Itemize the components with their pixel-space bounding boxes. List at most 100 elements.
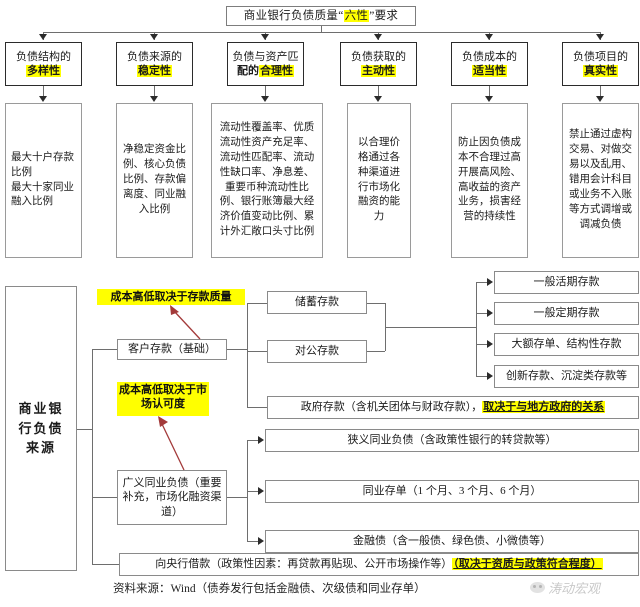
source-note: 资料来源：Wind（债券发行包括金融债、次级债和同业存单） — [113, 583, 426, 595]
arrow-down-1 — [39, 34, 47, 40]
pillar-header-2-keyword: 稳定性 — [137, 65, 172, 77]
deposit-leaf-3: 大额存单、结构性存款 — [494, 333, 639, 356]
arrow-right-leaf-3 — [487, 340, 493, 348]
savings-out — [367, 303, 385, 304]
arrow-right-leaf-4 — [487, 372, 493, 380]
arrow-right-ib-1 — [258, 436, 264, 444]
arrow-down-4 — [374, 34, 382, 40]
deposit-leaf-2-label: 一般定期存款 — [533, 307, 600, 320]
pillar-desc-2: 净稳定资金比例、核心负债比例、存款偏离度、同业融入比例 — [116, 103, 193, 258]
interbank-leaf-3: 金融债（含一般债、绿色债、小微债等） — [265, 530, 639, 553]
hdr-desc-link-4 — [378, 86, 379, 100]
pillar-header-4-keyword: 主动性 — [361, 65, 396, 77]
pillar-header-5-keyword: 适当性 — [472, 65, 507, 77]
pillar-header-1: 负债结构的 多样性 — [5, 42, 82, 86]
cd-stem — [227, 349, 247, 350]
interbank-leaf-2-label: 同业存单（1 个月、3 个月、6 个月） — [362, 485, 542, 498]
root-stem — [77, 429, 92, 430]
deposit-leaf-4: 创新存款、沉淀类存款等 — [494, 365, 639, 388]
pillar-desc-3: 流动性覆盖率、优质流动性资产充足率、流动性匹配率、流动性缺口率、净息差、重要币种… — [211, 103, 323, 258]
arrow-down-desc-4 — [374, 96, 382, 102]
deposit-leaf-3-label: 大额存单、结构性存款 — [511, 338, 622, 351]
pillar-header-6-keyword: 真实性 — [583, 65, 618, 77]
leaf-link-2 — [476, 313, 488, 314]
arrow-right-leaf-1 — [487, 278, 493, 286]
pillar-header-6: 负债项目的 真实性 — [562, 42, 639, 86]
leaf-link-3 — [476, 344, 488, 345]
interbank-leaf-2: 同业存单（1 个月、3 个月、6 个月） — [265, 480, 639, 503]
arrow-down-desc-6 — [596, 96, 604, 102]
pillar-desc-4: 以合理价格通过各种渠道进行市场化融资的能力 — [347, 103, 411, 258]
central-bank-box: 向央行借款（政策性因素：再贷款再贴现、公开市场操作等）（取决于资质与政策符合程度… — [119, 553, 639, 576]
hdr-desc-link-2 — [154, 86, 155, 100]
ib-spine — [247, 440, 248, 541]
corporate-deposit-label: 对公存款 — [295, 345, 339, 358]
arrow-down-3 — [261, 34, 269, 40]
interbank-liability-label: 广义同业负债（重要补充，市场化融资渠道） — [122, 477, 222, 518]
interbank-liability-box: 广义同业负债（重要补充，市场化融资渠道） — [117, 470, 227, 525]
annotation-deposit-cost-arrow — [170, 305, 201, 340]
pillar-desc-1: 最大十户存款比例 最大十家同业融入比例 — [5, 103, 82, 258]
savings-deposit-label: 储蓄存款 — [295, 296, 339, 309]
arrow-down-desc-3 — [261, 96, 269, 102]
pillar-header-5: 负债成本的 适当性 — [451, 42, 528, 86]
arrow-down-desc-1 — [39, 96, 47, 102]
ib-stem — [227, 497, 247, 498]
cd-to-corporate — [247, 351, 267, 352]
deposit-leaf-4-label: 创新存款、沉淀类存款等 — [506, 370, 627, 383]
tree-root-box: 商业银行负债来源 — [5, 286, 77, 571]
pillar-header-2: 负债来源的 稳定性 — [116, 42, 193, 86]
interbank-leaf-3-label: 金融债（含一般债、绿色债、小微债等） — [353, 535, 551, 548]
ib-link-3 — [247, 541, 259, 542]
pillar-header-4: 负债获取的 主动性 — [340, 42, 417, 86]
leaves-bus — [385, 327, 476, 328]
hdr-desc-link-3 — [265, 86, 266, 100]
deposit-leaf-1-label: 一般活期存款 — [533, 276, 600, 289]
arrow-down-2 — [150, 34, 158, 40]
deposit-leaf-1: 一般活期存款 — [494, 271, 639, 294]
pillar-header-3-line1: 负债与资产匹 — [232, 50, 299, 63]
government-deposit-label: 政府存款（含机关团体与财政存款），取决于与地方政府的关系 — [300, 401, 606, 414]
arrow-right-ib-3 — [258, 537, 264, 545]
pillar-header-3-keyword: 合理性 — [259, 65, 294, 77]
deposit-leaf-2: 一般定期存款 — [494, 302, 639, 325]
hdr-desc-link-5 — [489, 86, 490, 100]
pillar-header-1-line1: 负债结构的 — [16, 50, 71, 63]
arrow-down-desc-5 — [485, 96, 493, 102]
link-to-central-bank — [92, 564, 119, 565]
government-deposit-highlight: 取决于与地方政府的关系 — [482, 401, 606, 414]
pillar-header-4-line1: 负债获取的 — [351, 50, 406, 63]
pillar-header-3-line2-pre: 配的 — [237, 65, 259, 77]
pillar-header-3: 负债与资产匹 配的合理性 — [227, 42, 304, 86]
customer-deposit-label: 客户存款（基础） — [128, 343, 216, 356]
arrow-right-ib-2 — [258, 487, 264, 495]
customer-deposit-box: 客户存款（基础） — [117, 339, 227, 360]
savings-deposit-box: 储蓄存款 — [267, 291, 367, 314]
interbank-leaf-1-label: 狭义同业负债（含政策性银行的转贷款等） — [347, 434, 557, 447]
pillar-header-2-line1: 负债来源的 — [127, 50, 182, 63]
pillar-desc-6: 禁止通过虚构交易、对做交易以及乱用、错用会计科目或业务不入账等方式调增或调减负债 — [562, 103, 639, 258]
ib-link-2 — [247, 491, 259, 492]
title-box: 商业银行负债质量“六性”要求 — [226, 6, 416, 26]
leaf-link-4 — [476, 376, 488, 377]
title-stem — [321, 26, 322, 32]
arrow-down-6 — [596, 34, 604, 40]
pillar-header-6-line1: 负债项目的 — [573, 50, 628, 63]
arrow-right-leaf-2 — [487, 309, 493, 317]
annotation-deposit-cost: 成本高低取决于存款质量 — [97, 289, 245, 305]
title-text: 商业银行负债质量“六性”要求 — [243, 9, 399, 22]
corporate-deposit-box: 对公存款 — [267, 340, 367, 363]
tree-root-label: 商业银行负债来源 — [18, 401, 64, 456]
watermark-logo-icon — [530, 582, 545, 593]
hdr-desc-link-1 — [43, 86, 44, 100]
pillar-desc-5: 防止因负债成本不合理过高开展高风险、高收益的资产业务，损害经营的持续性 — [451, 103, 528, 258]
arrow-down-desc-2 — [150, 96, 158, 102]
leaf-link-1 — [476, 282, 488, 283]
interbank-leaf-1: 狭义同业负债（含政策性银行的转贷款等） — [265, 429, 639, 452]
annotation-market-recognition-arrow — [158, 416, 185, 471]
corporate-out — [367, 351, 385, 352]
government-deposit-box: 政府存款（含机关团体与财政存款），取决于与地方政府的关系 — [267, 396, 639, 419]
pillar-header-5-line1: 负债成本的 — [462, 50, 517, 63]
root-spine — [92, 349, 93, 564]
cd-to-savings — [247, 303, 267, 304]
